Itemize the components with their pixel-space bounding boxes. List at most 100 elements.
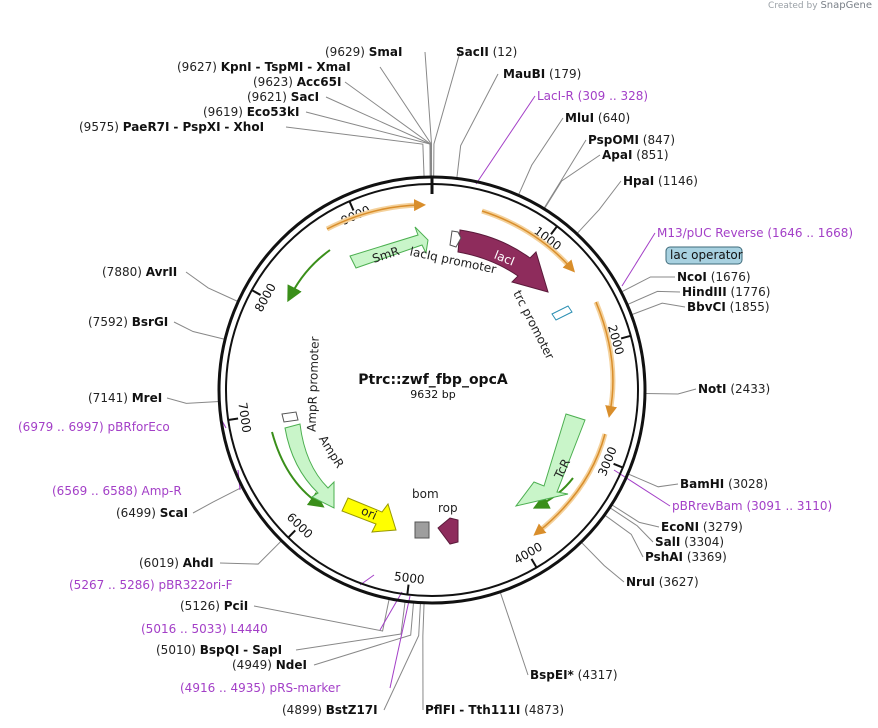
tcr-arrow — [514, 413, 586, 507]
credit-brand: SnapGene — [820, 0, 872, 11]
smr-label: SmR — [370, 244, 401, 266]
primer-leader-2 — [613, 469, 671, 507]
leader-pshai — [604, 514, 644, 558]
site-label-apai: ApaI (851) — [602, 148, 669, 162]
lac-operator-label: lac operator — [670, 248, 743, 262]
site-label-eco53ki: (9619) Eco53kI — [203, 105, 299, 119]
site-label-saci: (9621) SacI — [247, 90, 319, 104]
scale-tick-5000 — [406, 584, 410, 595]
orf-arc-2000 — [593, 301, 616, 413]
trc-promoter-arrow — [551, 305, 573, 321]
scale-tick-label-4000: 4000 — [511, 539, 544, 567]
site-label-pspomi: PspOMI (847) — [588, 133, 675, 147]
smr-arrow — [349, 226, 429, 269]
leader-lines — [166, 51, 697, 711]
site-label-ncoi: NcoI (1676) — [677, 270, 751, 284]
scale-tick-label-8000: 8000 — [252, 281, 279, 315]
ori-arrow — [341, 497, 397, 533]
ori-label: ori — [359, 504, 379, 523]
site-label-econi: EcoNI (3279) — [661, 520, 743, 534]
site-label-noti: NotI (2433) — [698, 382, 770, 396]
leader-avrii — [185, 271, 239, 303]
primer-leader-0 — [475, 95, 536, 185]
site-label-bspqi: (5010) BspQI - SapI — [156, 643, 282, 657]
leader-pflfi — [422, 602, 425, 711]
site-label-smai: (9629) SmaI — [325, 45, 402, 59]
ampr-arc — [271, 431, 325, 508]
site-label-sacii: SacII (12) — [456, 45, 517, 59]
leader-bsrgi — [173, 321, 226, 340]
primer-label-pbrrevbam: pBRrevBam (3091 .. 3110) — [672, 499, 832, 513]
leader-sacii — [433, 51, 461, 178]
leader-saci — [325, 96, 431, 178]
site-label-bspei: BspEI* (4317) — [530, 668, 618, 682]
leader-ahdi — [219, 540, 282, 565]
leader-ncoi — [620, 276, 676, 293]
site-label-acc65i: (9623) Acc65I — [253, 75, 341, 89]
leader-bbvci — [631, 302, 686, 316]
ampr-label: AmpR — [316, 433, 347, 471]
site-labels: (9629) SmaI SacII (12) MauBI (179) (9627… — [79, 45, 770, 717]
scale-tick-2000 — [620, 334, 632, 340]
orf-arcs — [325, 199, 618, 536]
primer-label-m13: M13/pUC Reverse (1646 .. 1668) — [657, 226, 853, 240]
leader-paer7i — [285, 126, 425, 178]
leader-sali — [609, 507, 654, 543]
primer-leader-7 — [389, 595, 411, 689]
primer-label-pbrforeco: (6979 .. 6997) pBRforEco — [18, 420, 170, 434]
laci-arrow — [457, 229, 549, 293]
site-label-bamhi: BamHI (3028) — [680, 477, 768, 491]
leader-kpni — [379, 66, 432, 178]
site-label-pflfi: PflFI - Tth111I (4873) — [425, 703, 564, 717]
credit-prefix: Created by — [768, 1, 818, 11]
plasmid-size: 9632 bp — [410, 388, 455, 401]
rop-arrow — [437, 517, 459, 545]
leader-scai — [192, 486, 243, 514]
leader-eco53ki — [305, 111, 431, 178]
leader-mlui — [517, 117, 564, 196]
leader-econi — [611, 504, 660, 528]
scale-tick-6000 — [287, 529, 296, 539]
site-label-pshai: PshAI (3369) — [645, 550, 727, 564]
scale-tick-label-7000: 7000 — [235, 401, 253, 433]
rop-label: rop — [438, 501, 458, 515]
ampr-promoter-label: AmpR promoter — [305, 336, 322, 432]
laciq-promoter-arrow — [449, 230, 462, 248]
leader-pspomi — [543, 139, 587, 209]
scale-tick-4000 — [530, 558, 538, 569]
site-label-mlui: MluI (640) — [565, 111, 630, 125]
site-label-paer7i: (9575) PaeR7I - PspXI - XhoI — [79, 120, 264, 134]
orf-arc-9000-edge — [326, 199, 426, 230]
leader-hpai — [576, 180, 622, 235]
scale-tick-label-5000: 5000 — [393, 569, 425, 587]
plasmid-name: Ptrc::zwf_fbp_opcA — [358, 372, 508, 388]
snapgene-credit: Created by SnapGene — [768, 0, 872, 11]
leader-nrui — [580, 541, 625, 583]
primer-label-prs-marker: (4916 .. 4935) pRS-marker — [180, 681, 340, 695]
site-label-kpni: (9627) KpnI - TspMI - XmaI — [177, 60, 351, 74]
site-label-scai: (6499) ScaI — [116, 506, 188, 520]
primer-leader-6 — [379, 591, 403, 631]
site-label-bstz17i: (4899) BstZ17I — [282, 703, 378, 717]
leader-apai — [543, 154, 601, 210]
primer-label-l4440: (5016 .. 5033) L4440 — [141, 622, 268, 636]
primer-label-pbr322ori-f: (5267 .. 5286) pBR322ori-F — [69, 578, 233, 592]
leader-pcii — [253, 598, 390, 632]
bom-label: bom — [412, 487, 439, 501]
smr-arc — [287, 249, 331, 303]
primer-labels: LacI-R (309 .. 328) M13/pUC Reverse (164… — [18, 89, 853, 695]
site-label-bsrgi: (7592) BsrGI — [88, 315, 168, 329]
features: SmR lacI lacIq promoter trc promoter TcR… — [281, 226, 743, 545]
leader-ndei — [313, 602, 415, 666]
site-label-sali: SalI (3304) — [655, 535, 724, 549]
site-label-avrii: (7880) AvrII — [102, 265, 177, 279]
leader-bstz17i — [383, 602, 421, 711]
leader-bamhi — [627, 473, 679, 488]
site-label-nrui: NruI (3627) — [626, 575, 699, 589]
scale-tick-1000 — [550, 225, 558, 235]
leader-noti — [644, 388, 697, 395]
leader-bspqi — [295, 601, 406, 651]
orf-arc-1000-edge — [481, 210, 576, 273]
ampr-promoter-arrow — [281, 411, 299, 423]
leader-maubi — [456, 73, 499, 179]
